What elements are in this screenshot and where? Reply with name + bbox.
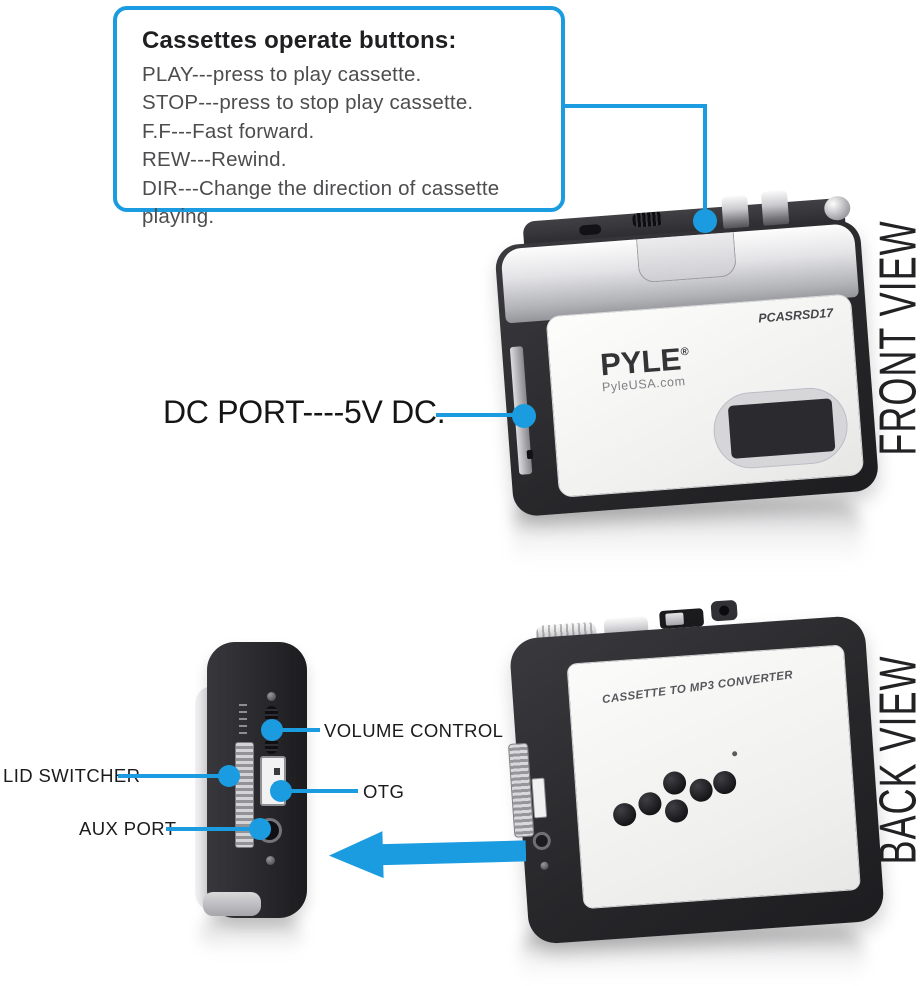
cassette-buttons-callout: Cassettes operate buttons: PLAY---press … <box>113 6 565 228</box>
callout-connector-horizontal <box>565 104 707 108</box>
otg-dot-icon <box>270 780 292 802</box>
front-device: PYLE® PyleUSA.com PCASRSD17 <box>492 189 880 522</box>
aux-port-label: AUX PORT <box>79 818 177 839</box>
lid-switcher-label: LID SWITCHER <box>3 765 141 786</box>
front-device-lid-button <box>636 232 738 284</box>
screw-icon <box>266 856 275 865</box>
lid-switcher-line <box>118 774 222 778</box>
callout-connector-dot-icon <box>693 209 717 233</box>
back-device: CASSETTE TO MP3 CONVERTER <box>500 581 891 954</box>
top-button-small-icon <box>578 224 602 236</box>
top-button-ridged-icon <box>632 211 664 228</box>
control-button-icon <box>688 777 714 803</box>
top-jack-hole <box>710 599 738 622</box>
top-button-rew-icon <box>760 189 790 228</box>
lid-switcher-slider <box>235 742 254 848</box>
volume-control-line <box>278 728 320 732</box>
callout-line-ff: F.F---Fast forward. <box>142 119 315 143</box>
control-button-icon <box>612 802 637 827</box>
indicator-dot-icon <box>732 751 738 757</box>
back-device-usb-port <box>531 777 548 819</box>
aux-port-line <box>166 827 254 831</box>
cassette-window-frame <box>710 385 851 472</box>
control-button-icon <box>664 798 689 824</box>
slider-tick-marks-icon <box>239 704 247 734</box>
control-button-icon <box>712 770 737 795</box>
front-device-face-panel: PYLE® PyleUSA.com PCASRSD17 <box>545 293 865 498</box>
aux-port-dot-icon <box>249 818 271 840</box>
callout-line-stop: STOP---press to stop play cassette. <box>142 91 474 115</box>
cassette-window-glass <box>727 398 836 459</box>
otg-label: OTG <box>363 781 405 802</box>
panel-caption: CASSETTE TO MP3 CONVERTER <box>601 669 794 707</box>
brand-logo: PYLE® PyleUSA.com <box>599 337 692 394</box>
callout-title: Cassettes operate buttons: <box>142 27 457 54</box>
dc-port-dot-icon <box>512 404 536 428</box>
control-button-icon <box>637 791 663 817</box>
side-device <box>193 642 311 922</box>
control-button-icon <box>662 770 687 796</box>
top-button-round-icon <box>823 195 852 222</box>
callout-line-dir: DIR---Change the direction of cassette p… <box>142 176 500 229</box>
dc-port-label: DC PORT----5V DC. <box>163 394 446 430</box>
top-slider-knob-icon <box>665 612 685 626</box>
callout-line-rew: REW---Rewind. <box>142 148 287 172</box>
volume-control-label: VOLUME CONTROL <box>324 720 504 741</box>
side-device-reflection <box>200 912 302 960</box>
callout-line-play: PLAY---press to play cassette. <box>142 63 422 86</box>
screw-icon <box>267 692 276 701</box>
callout-connector-vertical <box>703 104 707 216</box>
registered-mark-icon: ® <box>680 345 690 359</box>
arrow-left-icon <box>329 831 527 879</box>
model-number: PCASRSD17 <box>757 305 834 326</box>
dc-port-line <box>436 413 518 417</box>
top-button-ff-icon <box>721 194 750 231</box>
lid-switcher-dot-icon <box>218 765 240 787</box>
volume-control-dot-icon <box>261 719 283 741</box>
dc-port-hole <box>526 449 534 460</box>
back-device-panel: CASSETTE TO MP3 CONVERTER <box>566 644 861 910</box>
otg-line <box>288 789 358 793</box>
side-device-bottom-cap <box>203 892 261 916</box>
top-jack-hole-inner-icon <box>718 605 730 616</box>
usb-slot-icon <box>274 768 280 775</box>
